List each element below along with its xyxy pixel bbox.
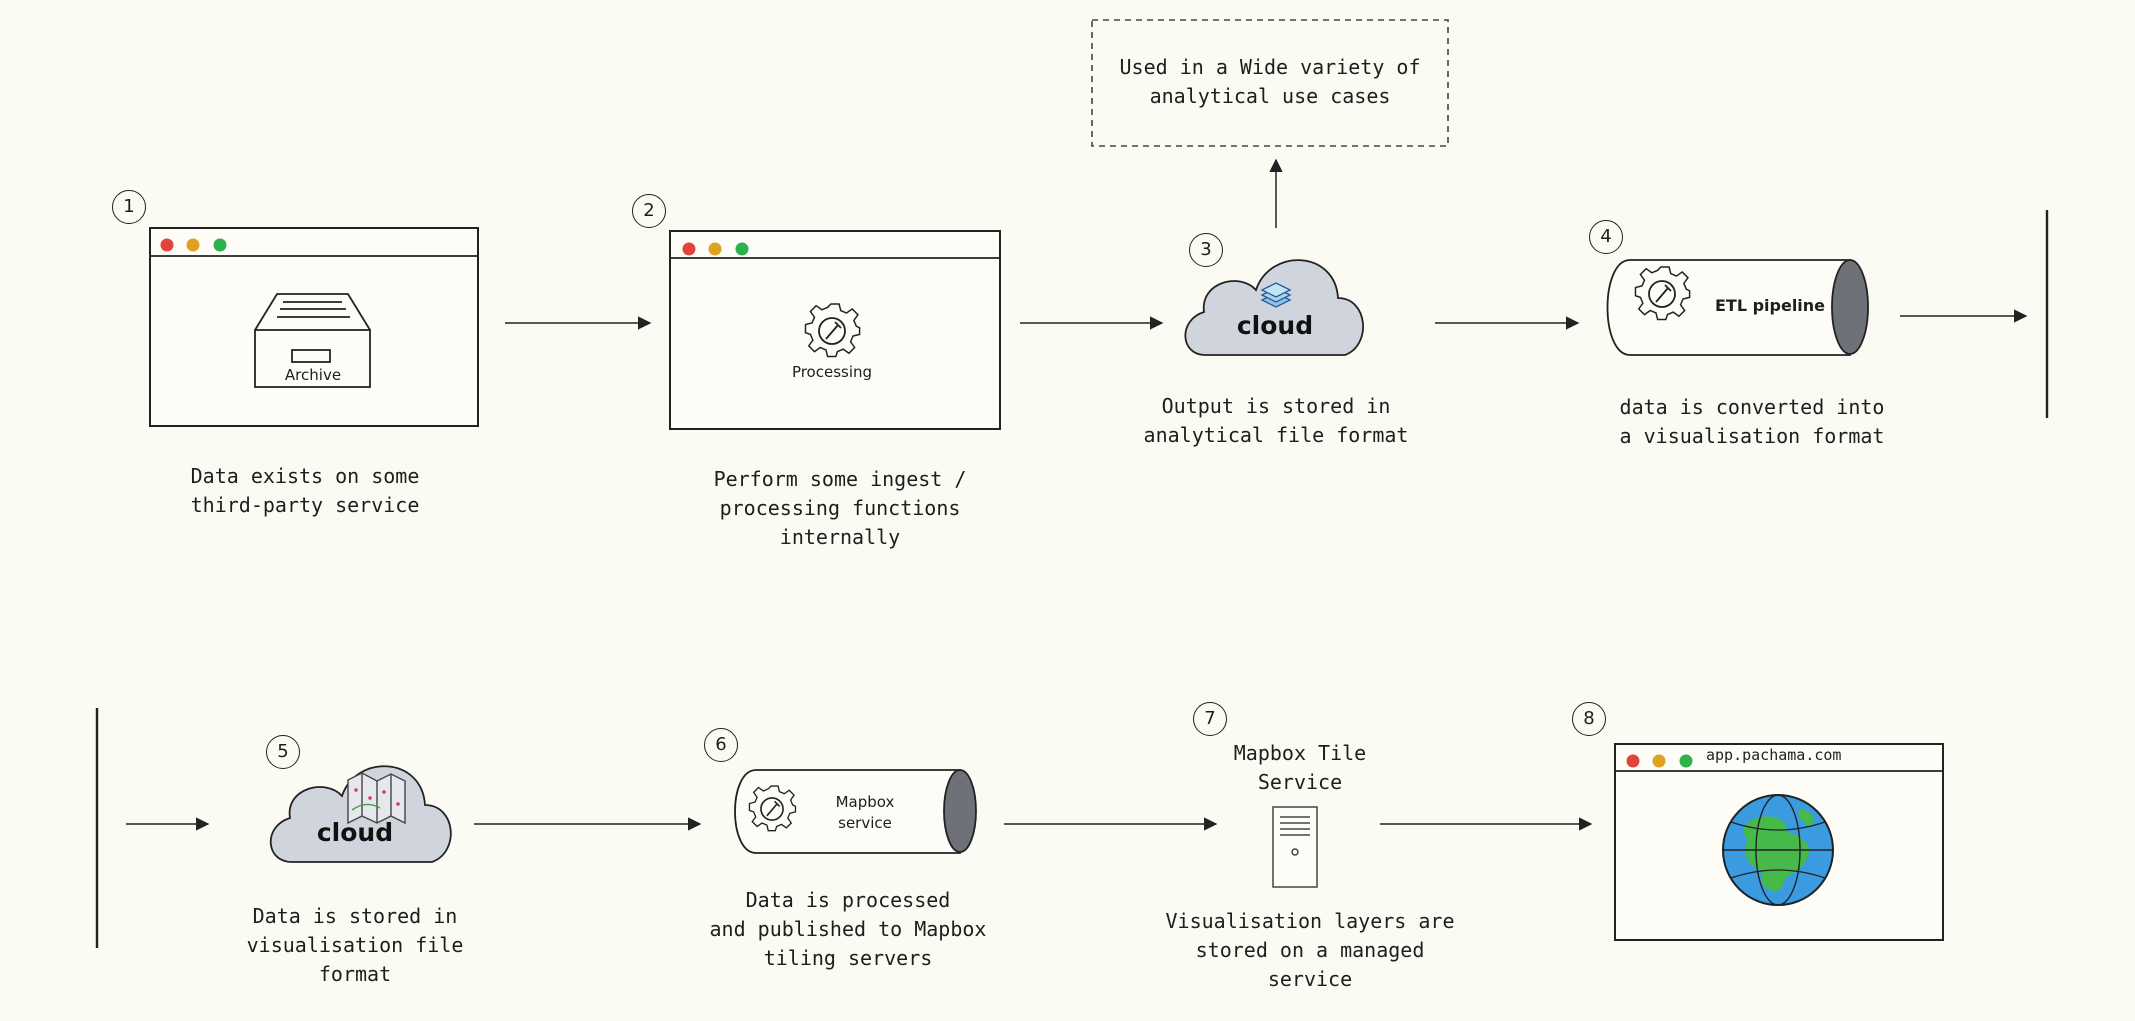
server-icon bbox=[1272, 806, 1318, 888]
step-5-number: 5 bbox=[266, 735, 300, 769]
cloud-icon bbox=[1184, 259, 1364, 356]
gear-wrench-icon bbox=[804, 303, 861, 358]
step-8-number: 8 bbox=[1572, 702, 1606, 736]
archive-icon bbox=[254, 293, 371, 388]
maximize-dot-icon bbox=[213, 238, 227, 252]
step-2-caption: Perform some ingest / processing functio… bbox=[713, 467, 967, 549]
minimize-dot-icon bbox=[186, 238, 200, 252]
step-6-number: 6 bbox=[704, 728, 738, 762]
step-1-caption: Data exists on some third-party service bbox=[190, 464, 420, 517]
maximize-dot-icon bbox=[1679, 754, 1693, 768]
gear-wrench-icon bbox=[1634, 266, 1691, 321]
layers-icon bbox=[1260, 282, 1292, 308]
cloud-label-3: cloud bbox=[1236, 311, 1314, 340]
cylinder-icon bbox=[1606, 259, 1869, 356]
browser-url-label: app.pachama.com bbox=[1706, 746, 1842, 764]
minimize-dot-icon bbox=[1652, 754, 1666, 768]
globe-icon bbox=[1722, 794, 1834, 906]
cloud-map-icon bbox=[269, 765, 452, 863]
step-3-caption: Output is stored in analytical file form… bbox=[1143, 394, 1409, 447]
mapbox-tile-service-label: Mapbox Tile Service bbox=[1233, 741, 1367, 794]
step-2-window bbox=[669, 230, 1001, 430]
etl-pipeline-label: ETL pipeline bbox=[1714, 296, 1826, 315]
step-7-number: 7 bbox=[1193, 702, 1227, 736]
close-dot-icon bbox=[1626, 754, 1640, 768]
step-5-caption: Data is stored in visualisation file for… bbox=[246, 904, 464, 986]
gear-wrench-icon bbox=[748, 785, 797, 832]
minimize-dot-icon bbox=[708, 242, 722, 256]
step-6-caption: Data is processed and published to Mapbo… bbox=[709, 888, 987, 970]
cylinder-icon bbox=[734, 769, 977, 854]
maximize-dot-icon bbox=[735, 242, 749, 256]
archive-label: Archive bbox=[284, 366, 342, 384]
processing-label: Processing bbox=[791, 363, 873, 381]
use-case-note: Used in a Wide variety of analytical use… bbox=[1119, 55, 1421, 108]
mapbox-service-label: Mapbox service bbox=[835, 793, 895, 832]
use-case-note-box bbox=[1091, 19, 1449, 147]
close-dot-icon bbox=[160, 238, 174, 252]
cloud-label-5: cloud bbox=[316, 818, 394, 847]
folded-map-icon bbox=[347, 772, 406, 825]
step-3-number: 3 bbox=[1189, 233, 1223, 267]
close-dot-icon bbox=[682, 242, 696, 256]
step-4-caption: data is converted into a visualisation f… bbox=[1619, 395, 1885, 448]
step-4-number: 4 bbox=[1589, 220, 1623, 254]
step-1-number: 1 bbox=[112, 190, 146, 224]
step-7-caption: Visualisation layers are stored on a man… bbox=[1165, 909, 1455, 991]
step-2-number: 2 bbox=[632, 194, 666, 228]
